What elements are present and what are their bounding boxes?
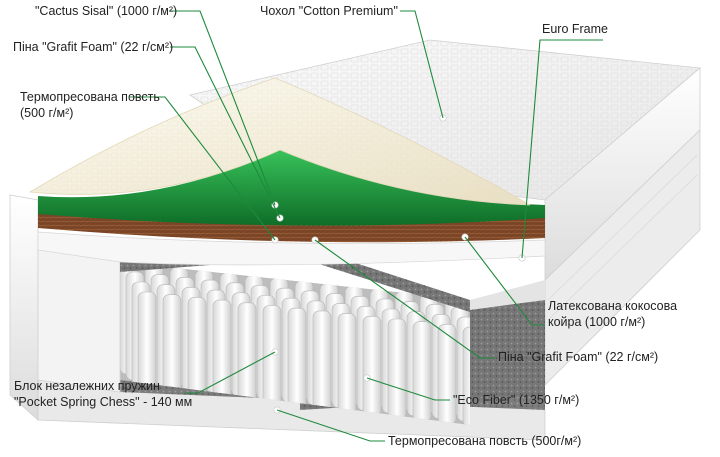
pocket-spring: [462, 326, 470, 425]
label-springs-line1: Блок незалежних пружин: [14, 379, 160, 393]
label-euro-frame: Euro Frame: [542, 22, 608, 36]
label-grafit-foam-right: Піна "Grafit Foam" (22 г/см²): [498, 350, 659, 364]
pocket-spring: [162, 294, 182, 396]
grafit-foam-layer: [38, 150, 545, 226]
leader-coir: [464, 236, 545, 326]
pocket-spring: [312, 310, 332, 412]
pocket-spring: [187, 297, 207, 398]
pocket-spring: [212, 299, 232, 401]
leader-felt-bottom: [276, 409, 385, 442]
label-springs-line2: "Pocket Spring Chess" - 140 мм: [14, 395, 193, 409]
label-latex-coir-line1: Латексована кокосова: [548, 299, 678, 313]
leader-felt-top: [130, 96, 276, 241]
pocket-spring: [387, 318, 407, 420]
label-eco-fiber: "Eco Fiber" (1350 г/м²): [453, 393, 580, 407]
pocket-spring: [412, 321, 432, 423]
label-grafit-foam-top: Піна "Grafit Foam" (22 г/см²): [13, 40, 174, 54]
leader-frame: [521, 39, 603, 259]
label-felt-bottom: Термопресована повсть (500г/м²): [388, 434, 582, 448]
cover-flap: [37, 231, 546, 266]
label-felt-top-line2: (500 г/м²): [20, 106, 74, 120]
pocket-spring: [362, 315, 382, 417]
leader-lines: [130, 10, 603, 442]
label-cover: Чохол "Cotton Premium": [260, 4, 398, 18]
leader-springs: [185, 351, 276, 394]
leader-cactus: [170, 10, 276, 206]
pocket-spring: [337, 313, 357, 414]
leader-grafit-top: [170, 46, 281, 219]
leader-foam-right: [314, 239, 495, 359]
label-latex-coir-line2: койра (1000 г/м²): [548, 315, 646, 329]
pocket-spring: [137, 291, 157, 393]
leader-cover: [400, 10, 444, 119]
label-felt-top-line1: Термопресована повсть: [20, 90, 160, 104]
pocket-spring: [287, 307, 307, 409]
pocket-spring: [237, 302, 257, 404]
leader-eco: [366, 377, 450, 401]
pocket-spring-block: [120, 262, 470, 425]
pocket-spring: [262, 305, 282, 406]
label-cactus-sisal: "Cactus Sisal" (1000 г/м²): [35, 4, 178, 18]
